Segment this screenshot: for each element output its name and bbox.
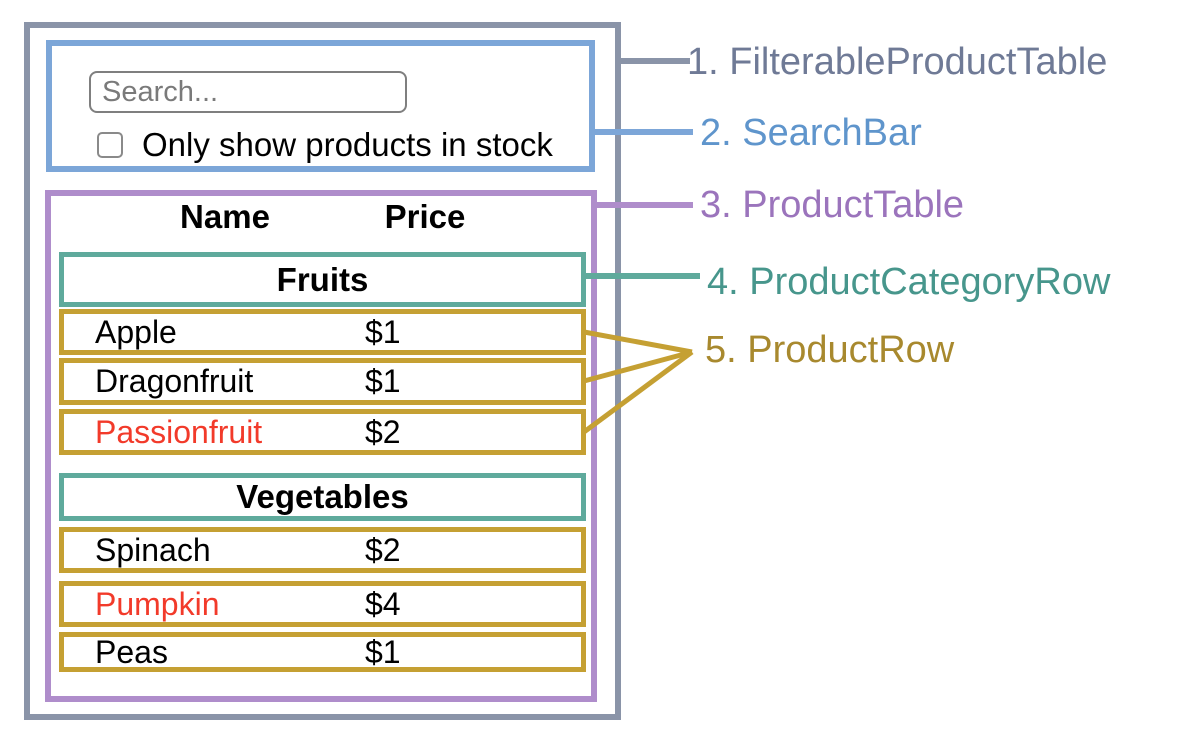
product-row-passionfruit: Passionfruit $2	[59, 409, 586, 455]
product-name: Dragonfruit	[95, 363, 254, 399]
product-name-out-of-stock: Passionfruit	[95, 413, 263, 450]
product-price: $2	[365, 531, 401, 568]
product-price: $1	[365, 363, 401, 399]
search-input[interactable]	[89, 71, 407, 113]
product-row-peas: Peas $1	[59, 632, 586, 672]
product-price: $2	[365, 413, 401, 450]
product-row-pumpkin: Pumpkin $4	[59, 581, 586, 627]
product-name: Peas	[95, 633, 168, 670]
product-name: Spinach	[95, 531, 211, 568]
product-price: $1	[365, 313, 401, 350]
product-category-row-vegetables: Vegetables	[59, 473, 586, 521]
annotation-search-bar: 2. SearchBar	[700, 112, 922, 154]
category-label: Vegetables	[236, 478, 409, 515]
annotation-product-table: 3. ProductTable	[700, 184, 965, 226]
product-row-dragonfruit: Dragonfruit $1	[59, 358, 586, 405]
column-header-name: Name	[180, 198, 270, 235]
product-name: Apple	[95, 313, 177, 350]
in-stock-checkbox-label: Only show products in stock	[142, 126, 553, 163]
category-label: Fruits	[276, 260, 369, 298]
in-stock-checkbox[interactable]	[97, 132, 123, 158]
product-row-spinach: Spinach $2	[59, 527, 586, 573]
product-price: $1	[365, 633, 401, 670]
product-category-row-fruits: Fruits	[59, 252, 586, 307]
product-name-out-of-stock: Pumpkin	[95, 585, 220, 622]
column-header-price: Price	[384, 198, 466, 235]
annotation-filterable-product-table: 1. FilterableProductTable	[687, 41, 1108, 83]
product-price: $4	[365, 585, 401, 622]
annotation-product-row: 5. ProductRow	[705, 329, 955, 371]
annotation-product-category-row: 4. ProductCategoryRow	[707, 261, 1111, 303]
product-row-apple: Apple $1	[59, 309, 586, 355]
